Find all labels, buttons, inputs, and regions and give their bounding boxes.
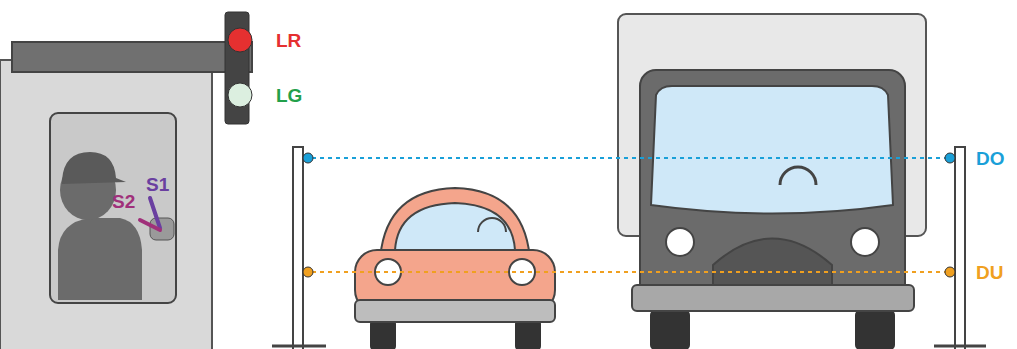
car — [355, 188, 555, 349]
switch-label: S1 — [146, 175, 169, 194]
lamp-label: LG — [276, 86, 302, 105]
truck — [618, 14, 926, 349]
sensor-label: DO — [976, 149, 1005, 168]
sensor-post — [293, 147, 303, 349]
red-lamp — [228, 28, 252, 52]
sensor-post — [955, 147, 965, 349]
lamp-label: LR — [276, 31, 301, 50]
operator — [58, 152, 174, 300]
switch-lever — [150, 198, 160, 228]
booth-window — [50, 113, 176, 303]
sensor — [303, 153, 313, 163]
booth-roof — [12, 42, 252, 72]
light-beam — [312, 271, 946, 273]
switch-lever — [140, 220, 160, 230]
green-lamp — [228, 83, 252, 107]
booth — [0, 60, 212, 349]
sensor — [303, 267, 313, 277]
light-beam — [312, 157, 946, 159]
sensor-label: DU — [976, 263, 1003, 282]
sensor — [945, 267, 955, 277]
sensor — [945, 153, 955, 163]
switch-label: S2 — [112, 192, 135, 211]
